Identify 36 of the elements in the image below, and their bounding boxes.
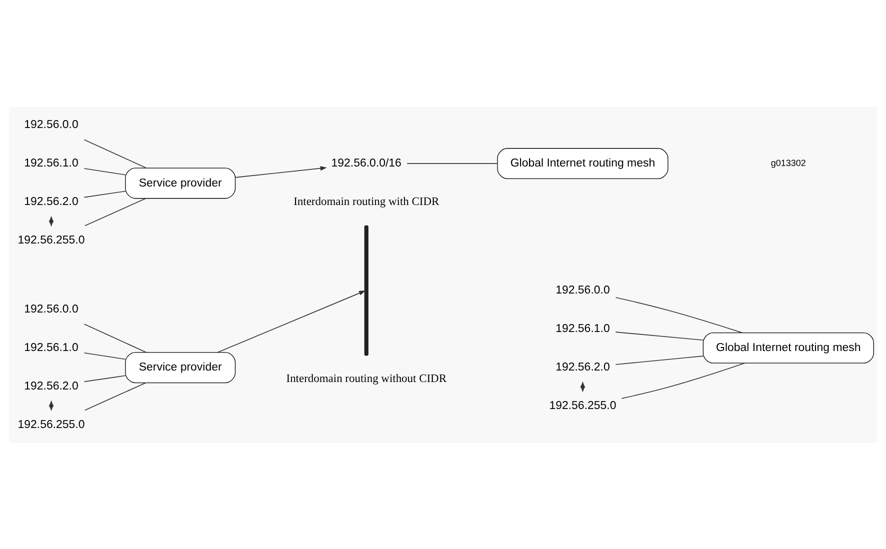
node-box: Service provider [125,167,236,198]
node-text: 192.56.255.0 [18,418,85,431]
connector [84,168,126,175]
connector [406,162,498,164]
node-text: 192.56.0.0 [556,284,610,296]
node-text: 192.56.1.0 [24,157,78,170]
label: Interdomain routing without CIDR [286,372,446,385]
connector [84,352,126,360]
node-text: 192.56.2.0 [24,196,78,208]
node-text: 192.56.255.0 [18,234,85,246]
node-text: 192.56.0.0 [24,302,78,315]
connector [621,362,746,398]
node-text: 192.56.2.0 [556,361,610,374]
node-box: Global Internet routing mesh [702,332,874,363]
node-box: Service provider [125,352,236,383]
connector [615,331,704,340]
connector [615,355,704,364]
label: Interdomain routing with CIDR [294,196,440,208]
connector [84,138,147,168]
node-text: 192.56.1.0 [24,341,78,354]
connector [615,296,743,333]
label: g013302 [770,157,806,168]
connector [84,190,126,198]
connector [84,374,126,382]
node-text: 192.56.255.0 [549,400,616,412]
node-text: 192.56.0.0 [24,118,78,131]
node-text: 192.56.1.0 [556,322,610,335]
arrow [235,166,327,178]
node-text: 192.56.0.0/16 [331,157,402,170]
node-brace [364,224,368,356]
connector [84,382,146,410]
connector [84,198,146,226]
node-box: Global Internet routing mesh [497,148,668,179]
node-text: 192.56.2.0 [24,380,78,392]
arrow [217,290,366,352]
connector [84,323,147,352]
